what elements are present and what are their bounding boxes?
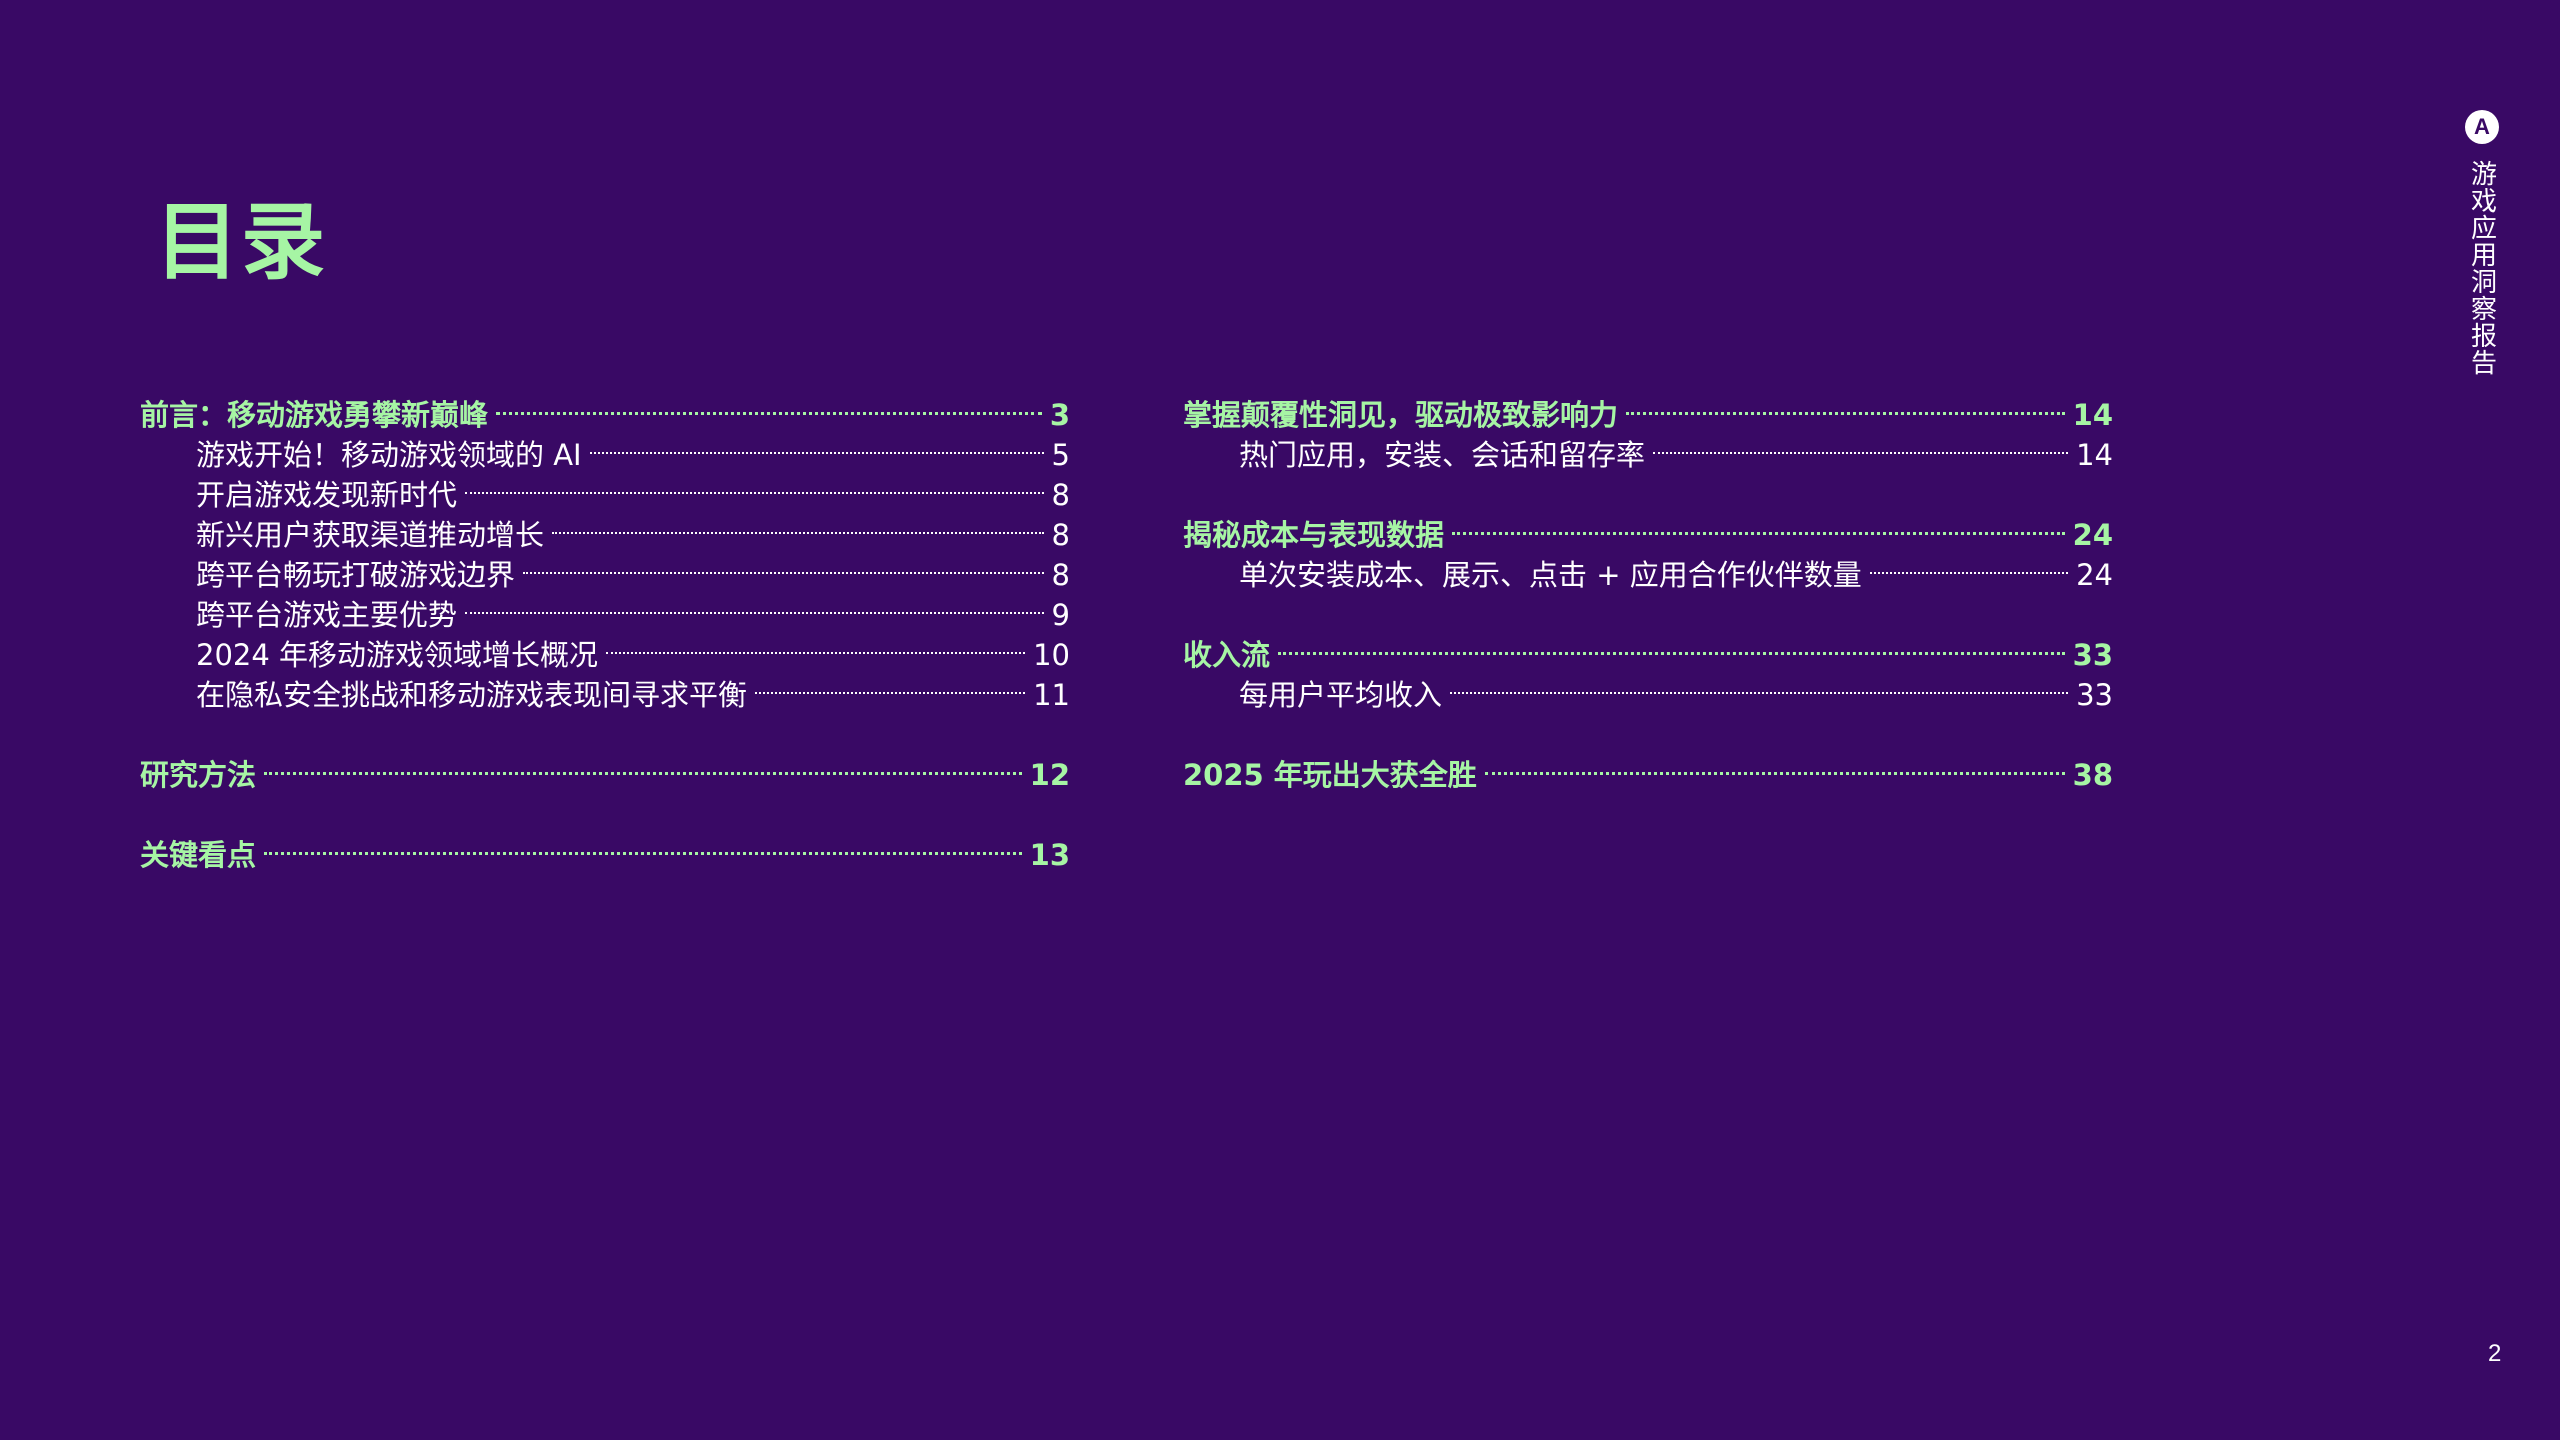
toc-entry-page: 38 — [2072, 758, 2113, 792]
toc-entry-label: 前言：移动游戏勇攀新巅峰 — [140, 398, 489, 432]
brand-logo-icon: A — [2465, 110, 2499, 144]
toc-entry-page: 24 — [2072, 518, 2113, 552]
toc-entry-page: 13 — [1029, 838, 1070, 872]
toc-entry-label: 收入流 — [1183, 638, 1271, 672]
toc-subsection-entry[interactable]: 开启游戏发现新时代 8 — [140, 465, 1070, 512]
dot-leader — [1450, 665, 2069, 705]
toc-entry-page: 11 — [1033, 678, 1070, 712]
toc-entry-page: 8 — [1051, 478, 1070, 512]
page-number: 2 — [2488, 1340, 2502, 1367]
dot-leader — [1452, 505, 2065, 545]
toc-entry-label: 游戏开始！移动游戏领域的 AI — [196, 438, 582, 472]
toc-entry-label: 在隐私安全挑战和移动游戏表现间寻求平衡 — [196, 678, 748, 712]
brand-sidebar: A 游戏应用洞察报告 — [2462, 110, 2502, 376]
toc-section-entry[interactable]: 前言：移动游戏勇攀新巅峰 3 — [140, 385, 1070, 432]
dot-leader — [264, 745, 1022, 785]
toc-subsection-entry[interactable]: 单次安装成本、展示、点击 + 应用合作伙伴数量 24 — [1183, 545, 2113, 592]
toc-subsection-entry[interactable]: 每用户平均收入 33 — [1183, 665, 2113, 712]
toc-entry-page: 14 — [2072, 398, 2113, 432]
toc-entry-label: 热门应用，安装、会话和留存率 — [1239, 438, 1646, 472]
dot-leader — [496, 385, 1042, 425]
toc-entry-label: 2025 年玩出大获全胜 — [1183, 758, 1477, 792]
toc-right-column: 掌握颠覆性洞见，驱动极致影响力 14 热门应用，安装、会话和留存率 14 揭秘成本与表现… — [1183, 385, 2113, 792]
toc-section-entry[interactable]: 2025 年玩出大获全胜 38 — [1183, 745, 2113, 792]
toc-entry-label: 新兴用户获取渠道推动增长 — [196, 518, 545, 552]
dot-leader — [1869, 545, 2069, 585]
toc-entry-page: 33 — [2076, 678, 2113, 712]
toc-subsection-entry[interactable]: 游戏开始！移动游戏领域的 AI 5 — [140, 425, 1070, 472]
dot-leader — [264, 825, 1022, 865]
toc-entry-label: 2024 年移动游戏领域增长概况 — [196, 638, 599, 672]
dot-leader — [552, 505, 1044, 545]
toc-subsection-entry[interactable]: 跨平台畅玩打破游戏边界 8 — [140, 545, 1070, 592]
toc-entry-page: 8 — [1051, 558, 1070, 592]
toc-subsection-entry[interactable]: 在隐私安全挑战和移动游戏表现间寻求平衡 11 — [140, 665, 1070, 712]
toc-entry-label: 单次安装成本、展示、点击 + 应用合作伙伴数量 — [1239, 558, 1862, 592]
toc-entry-label: 掌握颠覆性洞见，驱动极致影响力 — [1183, 398, 1619, 432]
toc-entry-page: 14 — [2076, 438, 2113, 472]
toc-entry-label: 关键看点 — [140, 838, 257, 872]
dot-leader — [465, 465, 1044, 505]
toc-entry-label: 研究方法 — [140, 758, 257, 792]
toc-section-entry[interactable]: 揭秘成本与表现数据 24 — [1183, 505, 2113, 552]
toc-entry-page: 33 — [2072, 638, 2113, 672]
dot-leader — [606, 625, 1026, 665]
toc-subsection-entry[interactable]: 热门应用，安装、会话和留存率 14 — [1183, 425, 2113, 472]
toc-subsection-entry[interactable]: 新兴用户获取渠道推动增长 8 — [140, 505, 1070, 552]
dot-leader — [755, 665, 1026, 705]
toc-entry-label: 跨平台游戏主要优势 — [196, 598, 458, 632]
toc-spacer — [140, 785, 1070, 825]
toc-entry-page: 12 — [1029, 758, 1070, 792]
toc-entry-label: 开启游戏发现新时代 — [196, 478, 458, 512]
toc-section-entry[interactable]: 掌握颠覆性洞见，驱动极致影响力 14 — [1183, 385, 2113, 432]
toc-entry-page: 24 — [2076, 558, 2113, 592]
toc-entry-page: 3 — [1049, 398, 1070, 432]
toc-entry-page: 5 — [1051, 438, 1070, 472]
toc-subsection-entry[interactable]: 2024 年移动游戏领域增长概况 10 — [140, 625, 1070, 672]
toc-entry-label: 每用户平均收入 — [1239, 678, 1443, 712]
toc-entry-label: 揭秘成本与表现数据 — [1183, 518, 1445, 552]
dot-leader — [1626, 385, 2065, 425]
toc-section-entry[interactable]: 研究方法 12 — [140, 745, 1070, 792]
toc-entry-page: 8 — [1051, 518, 1070, 552]
dot-leader — [523, 545, 1044, 585]
toc-section-entry[interactable]: 收入流 33 — [1183, 625, 2113, 672]
dot-leader — [589, 425, 1044, 465]
toc-section-entry[interactable]: 关键看点 13 — [140, 825, 1070, 872]
toc-subsection-entry[interactable]: 跨平台游戏主要优势 9 — [140, 585, 1070, 632]
toc-entry-label: 跨平台畅玩打破游戏边界 — [196, 558, 516, 592]
page-title: 目录 — [155, 193, 328, 291]
dot-leader — [1278, 625, 2065, 665]
dot-leader — [1653, 425, 2069, 465]
report-name: 游戏应用洞察报告 — [2466, 160, 2497, 376]
dot-leader — [465, 585, 1044, 625]
toc-entry-page: 10 — [1033, 638, 1070, 672]
dot-leader — [1484, 745, 2065, 785]
toc-entry-page: 9 — [1051, 598, 1070, 632]
